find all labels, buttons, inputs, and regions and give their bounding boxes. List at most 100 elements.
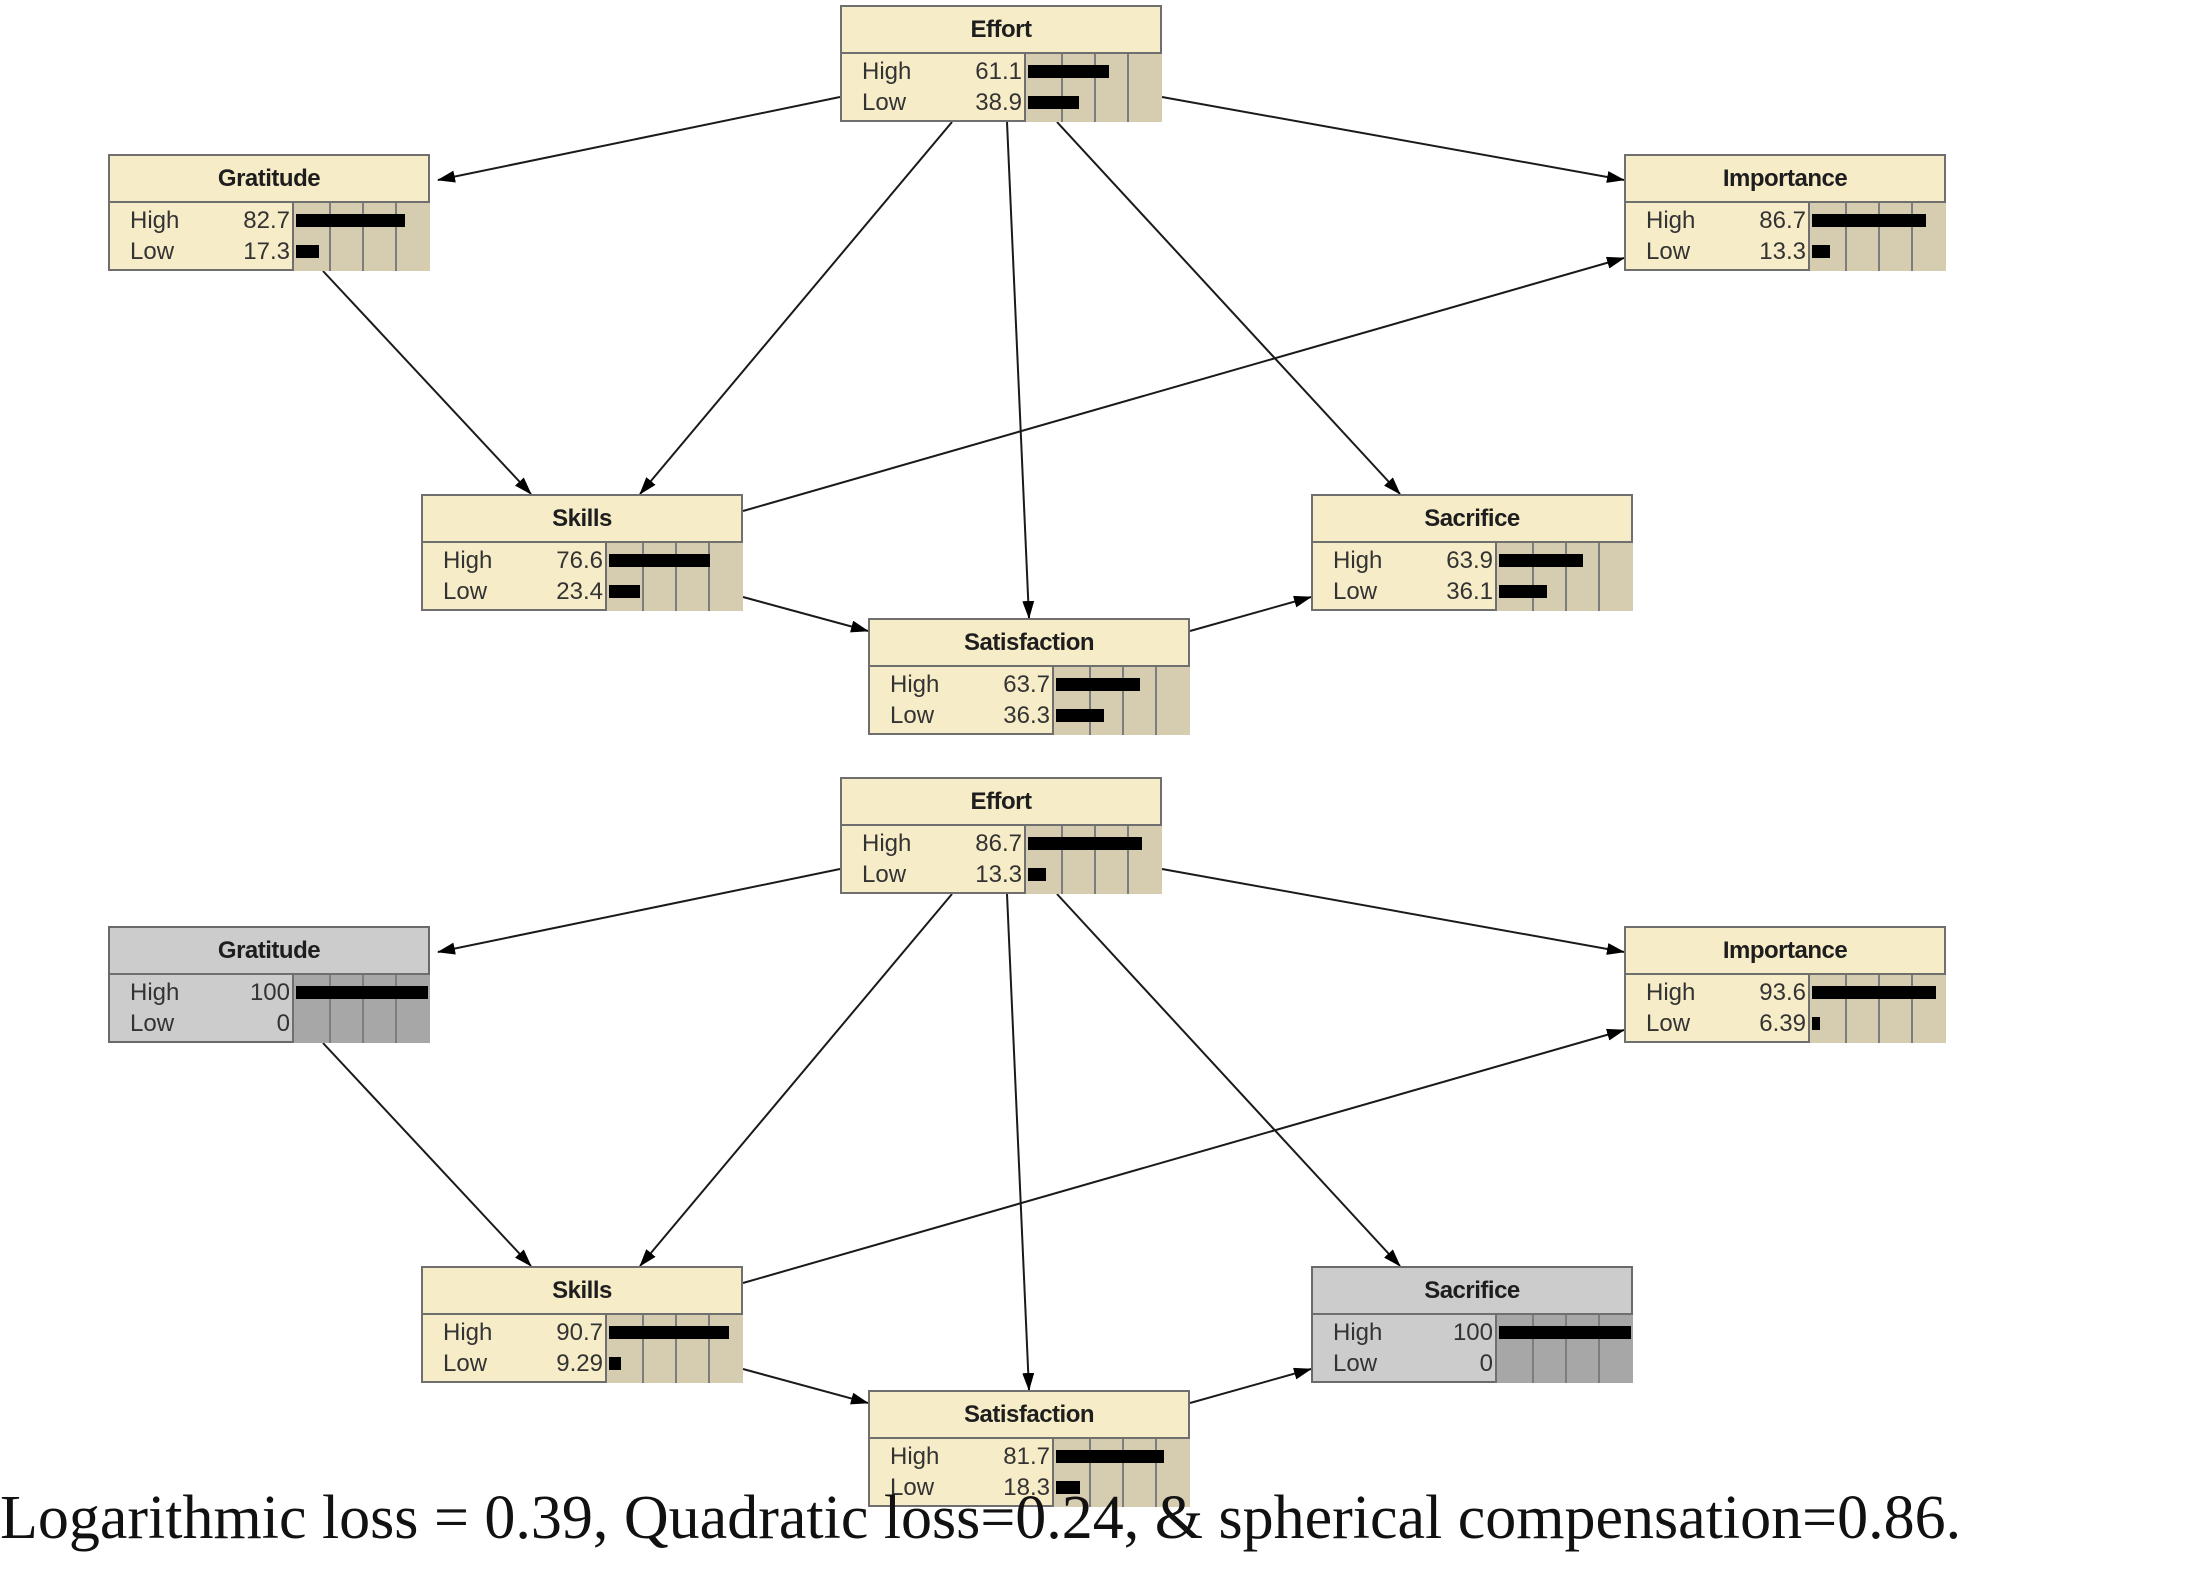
edge-effort-to-gratitude <box>437 96 841 183</box>
bar-gridline <box>1911 975 1913 1043</box>
belief-bar-low <box>609 585 640 598</box>
state-label: Low <box>1333 1350 1378 1377</box>
belief-bar-high <box>296 986 428 999</box>
bar-gridline <box>1089 1439 1091 1507</box>
edge-effort-to-sacrifice <box>1056 893 1401 1267</box>
state-value: 63.9 <box>1446 547 1493 574</box>
state-label: Low <box>130 238 175 265</box>
state-value: 100 <box>1452 1319 1493 1346</box>
bar-gridline <box>362 975 364 1043</box>
state-label: Low <box>862 861 907 888</box>
state-label: High <box>1646 979 1696 1006</box>
edge-effort-to-satisfaction <box>1006 893 1035 1391</box>
bar-gridline <box>362 203 364 271</box>
belief-bar-low <box>1028 868 1046 881</box>
state-label: Low <box>130 1010 175 1037</box>
bar-gridline <box>1911 203 1913 271</box>
node-title: Effort <box>842 7 1160 54</box>
state-value: 86.7 <box>975 830 1022 857</box>
bar-gridline <box>675 543 677 611</box>
bar-gridline <box>1094 826 1096 894</box>
state-value: 23.4 <box>556 578 603 605</box>
bar-gridline <box>675 1315 677 1383</box>
state-label: Low <box>443 578 488 605</box>
state-label: Low <box>1646 238 1691 265</box>
belief-bar-low <box>1812 245 1830 258</box>
bar-gridline <box>1878 203 1880 271</box>
belief-bar-high <box>1499 554 1583 567</box>
belief-bar-high <box>1499 1326 1631 1339</box>
state-label: High <box>862 830 912 857</box>
bar-gridline <box>395 203 397 271</box>
bar-gridline <box>642 543 644 611</box>
bar-gridline <box>708 1315 710 1383</box>
edge-effort-to-satisfaction <box>1006 121 1035 619</box>
edge-skills-to-satisfaction <box>742 1368 869 1405</box>
bar-gridline <box>1089 667 1091 735</box>
belief-bar-area <box>1495 1315 1633 1383</box>
edge-gratitude-to-skills <box>322 270 532 495</box>
edge-effort-to-importance <box>1161 868 1625 955</box>
state-label: High <box>862 58 912 85</box>
edge-gratitude-to-skills <box>322 1042 532 1267</box>
belief-bar-area <box>1024 826 1162 894</box>
belief-bar-low <box>1056 709 1104 722</box>
state-value: 36.3 <box>1003 702 1050 729</box>
state-value: 90.7 <box>556 1319 603 1346</box>
state-value: 17.3 <box>243 238 290 265</box>
state-label: High <box>890 1443 940 1470</box>
state-value: 93.6 <box>1759 979 1806 1006</box>
state-label: Low <box>1646 1010 1691 1037</box>
bar-gridline <box>1127 54 1129 122</box>
state-label: Low <box>862 89 907 116</box>
bar-gridline <box>642 1315 644 1383</box>
bar-gridline <box>708 543 710 611</box>
state-label: High <box>443 1319 493 1346</box>
edge-skills-to-importance <box>742 1028 1625 1284</box>
node-title: Sacrifice <box>1313 1268 1631 1315</box>
belief-bar-low <box>1056 1481 1080 1494</box>
belief-bar-low <box>609 1357 621 1370</box>
belief-bar-high <box>296 214 405 227</box>
bar-gridline <box>395 975 397 1043</box>
state-label: High <box>1333 547 1383 574</box>
edge-effort-to-gratitude <box>437 868 841 955</box>
belief-bar-high <box>1812 986 1936 999</box>
belief-bar-area <box>1808 203 1946 271</box>
edge-skills-to-importance <box>742 256 1625 512</box>
state-value: 36.1 <box>1446 578 1493 605</box>
belief-bar-low <box>296 245 319 258</box>
state-value: 76.6 <box>556 547 603 574</box>
edge-effort-to-skills <box>639 121 953 495</box>
state-value: 6.39 <box>1759 1010 1806 1037</box>
bar-gridline <box>1598 543 1600 611</box>
bar-gridline <box>1094 54 1096 122</box>
state-value: 0 <box>276 1010 290 1037</box>
belief-bar-low <box>1028 96 1079 109</box>
edge-satisfaction-to-sacrifice <box>1189 595 1312 632</box>
edge-effort-to-importance <box>1161 96 1625 183</box>
node-title: Gratitude <box>110 928 428 975</box>
bar-gridline <box>1061 54 1063 122</box>
edge-satisfaction-to-sacrifice <box>1189 1367 1312 1404</box>
state-label: High <box>130 207 180 234</box>
